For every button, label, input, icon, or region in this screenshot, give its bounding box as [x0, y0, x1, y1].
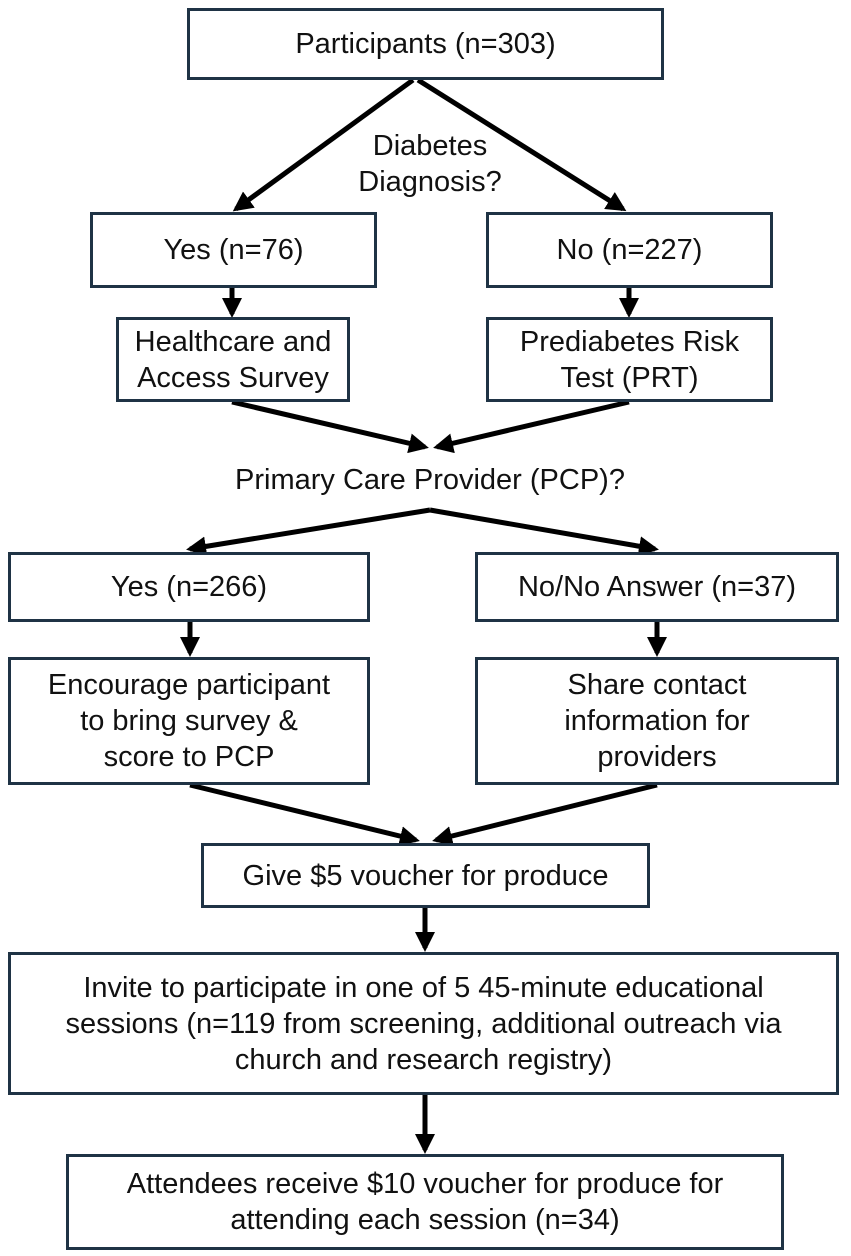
- prt-line-1: Prediabetes Risk: [519, 325, 740, 358]
- pcp-no-line-1: No/No Answer (n=37): [517, 571, 797, 603]
- invite-line-1: Invite to participate in one of 5 45-min…: [83, 971, 764, 1004]
- pcp-question-line-1: Primary Care Provider (PCP)?: [235, 464, 625, 496]
- invite-box: Invite to participate in one of 5 45-min…: [8, 952, 839, 1095]
- pcp-question: Primary Care Provider (PCP)?: [180, 462, 680, 498]
- diabetes-no-line-1: No (n=227): [556, 234, 703, 266]
- participants-box: Participants (n=303): [187, 8, 664, 80]
- voucher10-box: Attendees receive $10 voucher for produc…: [66, 1154, 784, 1250]
- voucher5-box: Give $5 voucher for produce: [201, 843, 650, 908]
- participants-line-1: Participants (n=303): [295, 28, 556, 60]
- voucher10-line-1: Attendees receive $10 voucher for produc…: [126, 1168, 724, 1200]
- voucher5-line-1: Give $5 voucher for produce: [242, 859, 609, 892]
- arrow-to-pcp-yes: [186, 507, 431, 557]
- encourage-line-2: to bring survey &: [80, 705, 298, 737]
- healthcare-survey-box: Healthcare and Access Survey: [116, 317, 350, 402]
- share-contact-line-2: information for: [564, 705, 750, 737]
- invite-line-3: church and research registry): [234, 1043, 613, 1076]
- diabetes-question-line-2: Diagnosis?: [358, 166, 502, 198]
- pcp-no-box: No/No Answer (n=37): [475, 552, 839, 622]
- share-contact-box: Share contact information for providers: [475, 657, 839, 785]
- healthcare-survey-line-2: Access Survey: [137, 361, 329, 394]
- encourage-line-3: score to PCP: [103, 741, 275, 773]
- arrow-survey-to-pcp: [231, 399, 429, 454]
- arrow-to-pcp-no: [429, 507, 659, 557]
- invite-line-2: sessions (n=119 from screening, addition…: [65, 1007, 782, 1040]
- arrow-to-diabetes-no: [416, 77, 627, 212]
- share-contact-line-3: providers: [597, 741, 717, 773]
- arrow-prt-to-pcp: [433, 399, 630, 454]
- arrow-encourage-to-voucher5: [189, 782, 420, 846]
- encourage-box: Encourage participant to bring survey & …: [8, 657, 370, 785]
- healthcare-survey-line-1: Healthcare and: [134, 325, 332, 358]
- arrow-to-diabetes-yes: [232, 77, 415, 212]
- diabetes-question-line-1: Diabetes: [372, 130, 488, 162]
- diabetes-no-box: No (n=227): [486, 212, 773, 288]
- share-contact-line-1: Share contact: [567, 669, 747, 701]
- prt-line-2: Test (PRT): [560, 361, 699, 394]
- diabetes-yes-box: Yes (n=76): [90, 212, 377, 288]
- pcp-yes-box: Yes (n=266): [8, 552, 370, 622]
- arrow-share-to-voucher5: [432, 782, 658, 846]
- encourage-line-1: Encourage participant: [47, 669, 331, 701]
- prt-box: Prediabetes Risk Test (PRT): [486, 317, 773, 402]
- pcp-yes-line-1: Yes (n=266): [110, 571, 268, 603]
- voucher10-line-2: attending each session (n=34): [230, 1204, 620, 1236]
- diabetes-diagnosis-question: Diabetes Diagnosis?: [330, 128, 530, 200]
- diabetes-yes-line-1: Yes (n=76): [163, 234, 304, 266]
